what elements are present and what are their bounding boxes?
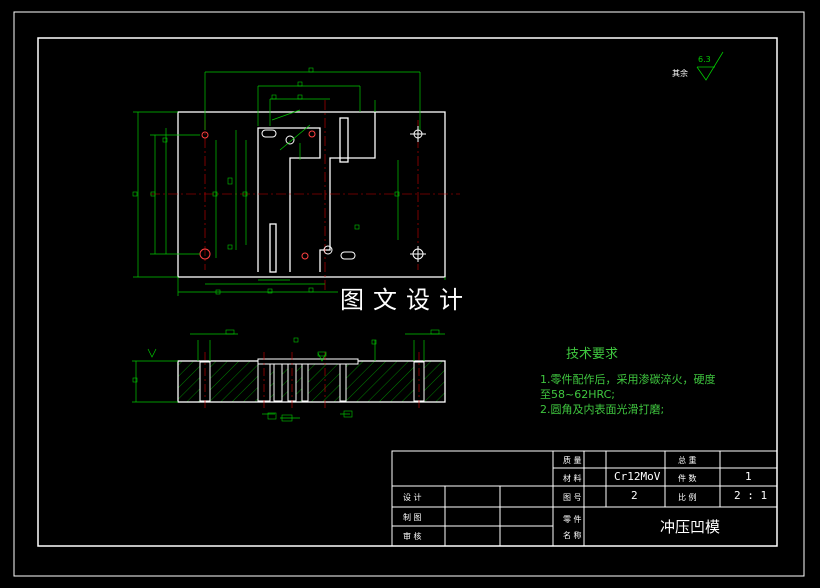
tb-total-label: 总 重 [678,456,697,465]
tb-weight-label: 质 量 [563,456,582,465]
plan-centerlines [150,100,460,290]
plan-dimensions [133,71,446,296]
plan-dim-marks [132,67,400,295]
roughness-label: 其余 [672,69,688,78]
tech-requirement-1: 1.零件配作后，采用渗碳淬火，硬度 [540,373,716,386]
section-dim-marks [132,329,440,422]
tb-draw-label: 制 图 [403,513,422,522]
roughness-value: 6.3 [698,55,711,64]
section-centerlines [204,352,420,410]
tb-review-label: 审 核 [403,532,422,541]
roughness-symbol [696,51,724,81]
tech-requirements-title: 技术要求 [566,347,619,362]
tech-requirement-3: 2.圆角及内表面光滑打磨; [540,403,665,416]
tb-count-label: 件 数 [678,474,697,483]
tb-drawing-no-value: 2 [631,489,638,502]
outer-frame [13,11,805,577]
tb-count-value: 1 [745,470,752,483]
tb-part-name-label-1: 零 件 [563,515,582,524]
tb-drawing-no-label: 图 号 [563,493,582,502]
tech-requirement-2: 至58~62HRC; [540,388,615,401]
section-view [177,358,446,403]
tb-ratio-label: 比 例 [678,493,697,502]
tb-part-name-value: 冲压凹模 [660,518,721,536]
tb-part-name-label-2: 名 称 [563,531,582,540]
title-block [391,450,778,547]
tb-material-value: Cr12MoV [614,470,661,483]
plan-view [177,111,446,278]
tb-ratio-value: 2 : 1 [734,489,768,502]
watermark: 图文设计 [338,280,474,315]
tb-design-label: 设 计 [403,493,422,502]
tb-material-label: 材 料 [563,474,582,483]
